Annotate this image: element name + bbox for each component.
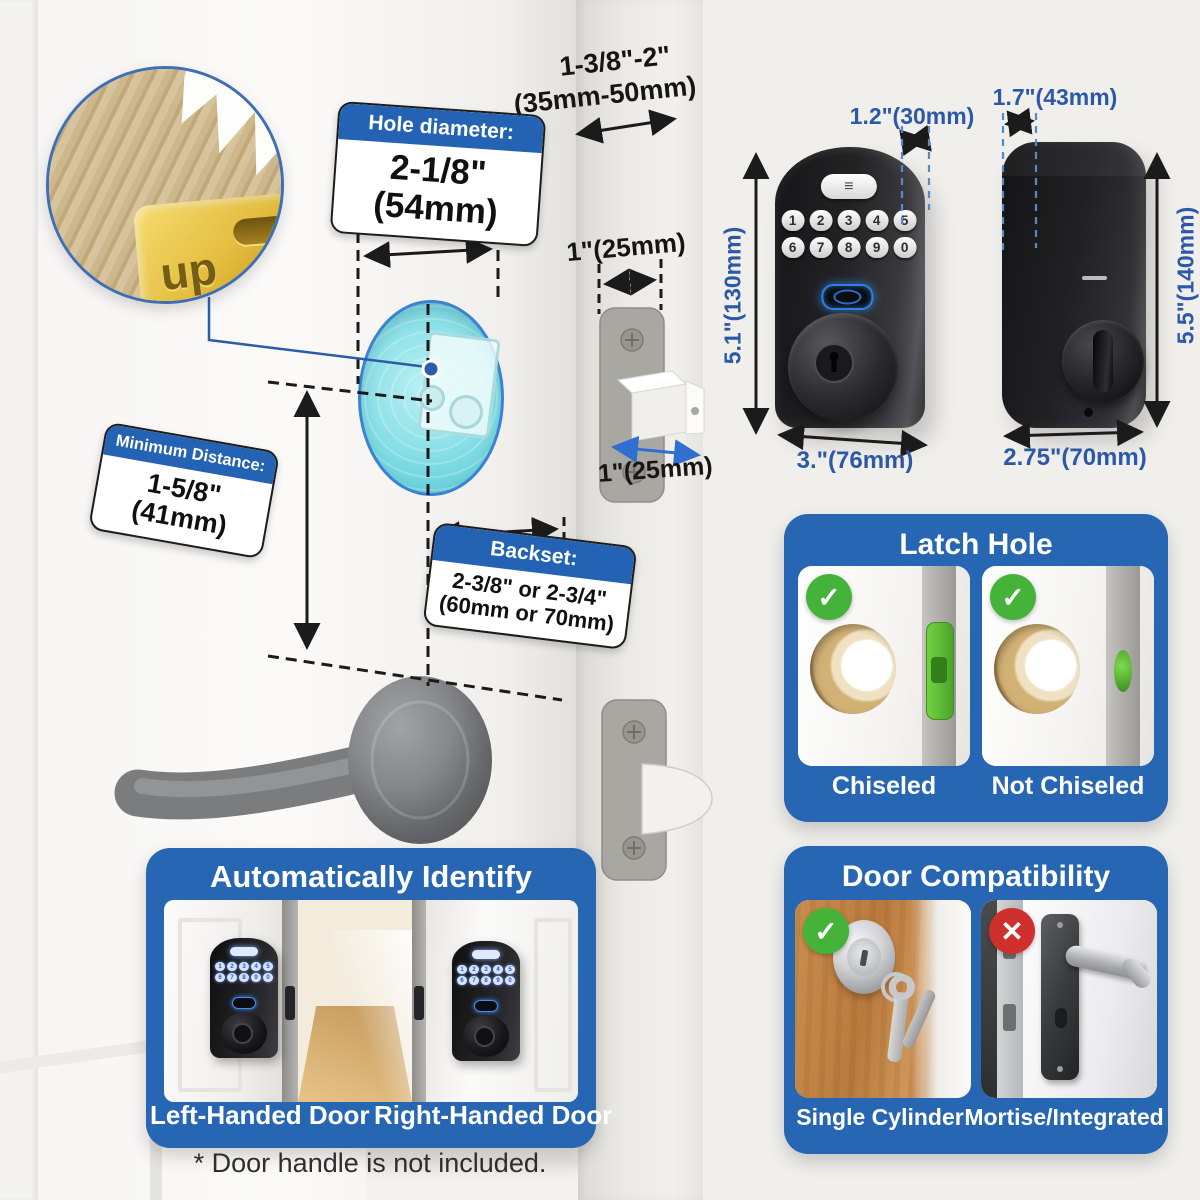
lock-interior-view: [1002, 142, 1146, 428]
mortise-plate: [1041, 914, 1079, 1080]
check-icon: ✓: [990, 574, 1036, 620]
mechanism-hole: [419, 385, 445, 411]
key-9: 9: [865, 237, 889, 258]
fingerprint-sensor-icon: [821, 284, 874, 310]
dark-background: [981, 900, 997, 1098]
battery-cover: [1002, 142, 1146, 176]
keypad: 1 2 3 4 5 6 7 8 9 0: [779, 210, 919, 258]
bore-hole-illustration: [810, 624, 896, 714]
mortise-pocket: [1003, 1004, 1016, 1031]
screw: [1057, 1066, 1063, 1072]
room-interior: [298, 900, 412, 1102]
menu-icon: ≡: [844, 177, 854, 195]
keypad-lock-front-view: ≡ 1 2 3 4 5 6 7 8 9 0: [775, 147, 925, 428]
mechanism-hole: [449, 395, 483, 429]
latch-bolt: [285, 986, 295, 1020]
key-5: 5: [893, 210, 917, 231]
key-4: 4: [865, 210, 889, 231]
door-handle: [114, 676, 492, 844]
keyhole-icon: [814, 343, 854, 383]
right-handed-label: Right-Handed Door: [374, 1100, 613, 1130]
key-6: 6: [781, 237, 805, 258]
wall-trim: [0, 0, 38, 1200]
mortise-label: Mortise/Integrated: [964, 1104, 1164, 1130]
back-bottom-width: 2.75"(70mm): [1003, 444, 1147, 471]
keyhole-icon: [1055, 1008, 1067, 1028]
single-cylinder-card: ✓: [795, 900, 971, 1098]
footnote: * Door handle is not included.: [193, 1148, 547, 1178]
key-1: 1: [781, 210, 805, 231]
front-top-width: 1.2"(30mm): [849, 103, 975, 129]
key-7: 7: [809, 237, 833, 258]
drive-in-latch: [1114, 650, 1132, 692]
panel-title: Latch Hole: [899, 528, 1053, 561]
sunlight: [332, 930, 412, 1102]
cover-seam: [1082, 276, 1107, 280]
key-3: 3: [837, 210, 861, 231]
reset-hole: [1084, 408, 1093, 417]
key-8: 8: [837, 237, 861, 258]
door-compatibility-panel: Door Compatibility ✓ ✕ Single Cylinder M…: [784, 846, 1168, 1154]
back-top-width: 1.7"(43mm): [992, 84, 1118, 110]
bore-hole-highlight: [358, 300, 504, 496]
bore-hole-illustration: [994, 624, 1080, 714]
key-2: 2: [809, 210, 833, 231]
latch-bolt: [414, 986, 424, 1020]
chiseled-label: Chiseled: [831, 772, 937, 800]
cross-icon: ✕: [989, 908, 1035, 954]
not-chiseled-label: Not Chiseled: [991, 772, 1145, 800]
panel-title: Door Compatibility: [841, 860, 1111, 893]
key-0: 0: [893, 237, 917, 258]
door-molding: [366, 1142, 578, 1200]
right-door: [426, 900, 578, 1102]
single-cylinder-label: Single Cylinder: [796, 1104, 964, 1130]
chiseled-card: ✓: [798, 566, 970, 766]
back-height: 5.5"(140mm): [1172, 206, 1199, 345]
mortise-card: ✕: [981, 900, 1157, 1098]
deadbolt-collar: [788, 313, 898, 421]
left-handed-label: Left-Handed Door: [150, 1100, 370, 1130]
front-bottom-width: 3."(76mm): [796, 447, 914, 474]
screw: [1057, 922, 1063, 928]
latch-hole-panel: Latch Hole ✓ ✓ Chiseled Not Chiseled: [784, 514, 1168, 822]
not-chiseled-card: ✓: [982, 566, 1154, 766]
panel-title: Automatically Identify: [209, 859, 533, 894]
thumbturn: [1062, 320, 1144, 402]
check-icon: ✓: [806, 574, 852, 620]
chiseled-latch: [926, 622, 954, 720]
guide-lines: [900, 113, 1038, 256]
front-height: 5.1"(130mm): [719, 226, 746, 365]
spring-latch-plate: [601, 699, 713, 881]
hole-diameter-tag: Hole diameter: 2-1/8" (54mm): [329, 100, 547, 247]
inset-connector: [207, 297, 441, 379]
latch-closeup-inset: up: [46, 66, 284, 304]
check-icon: ✓: [803, 908, 849, 954]
bolt-throw-arrow: [611, 435, 701, 467]
menu-button: ≡: [820, 174, 877, 199]
